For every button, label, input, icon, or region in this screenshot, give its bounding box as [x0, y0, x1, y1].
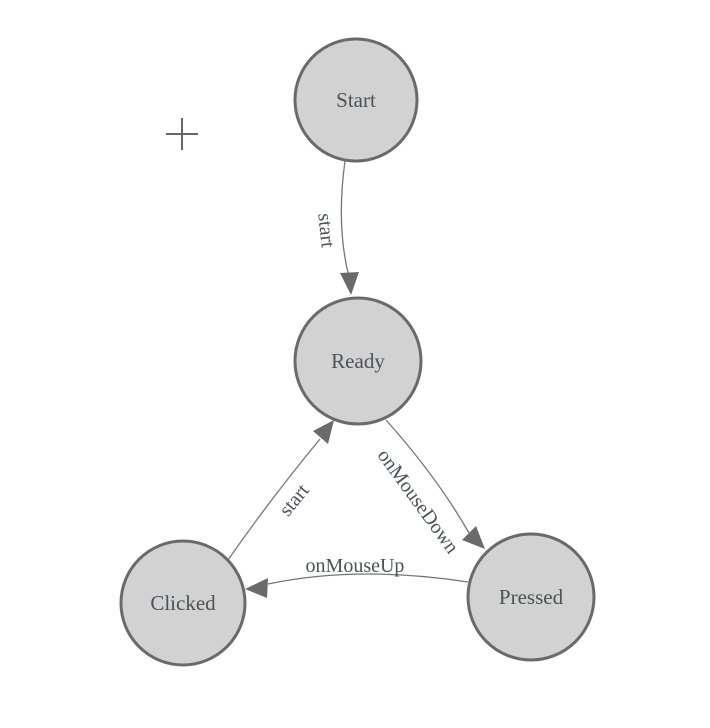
node-start-circle[interactable]: [293, 37, 419, 163]
node-start[interactable]: Start: [293, 37, 419, 163]
edge-clicked-to-ready-path[interactable]: [227, 438, 321, 561]
edge-label-start[interactable]: start: [313, 212, 339, 249]
node-pressed-label: Pressed: [499, 585, 564, 609]
edge-start-to-ready-path[interactable]: [340, 160, 350, 278]
arrowhead-icon: [313, 420, 334, 444]
node-pressed[interactable]: Pressed: [466, 532, 596, 662]
node-start-label: Start: [336, 88, 376, 112]
node-pressed-circle[interactable]: [466, 532, 596, 662]
edge-label-onmouseup[interactable]: onMouseUp: [306, 555, 405, 577]
edge-pressed-to-clicked[interactable]: onMouseUp: [245, 555, 469, 598]
arrowhead-icon: [340, 272, 359, 295]
node-ready-label: Ready: [331, 349, 385, 373]
edge-ready-to-pressed-path[interactable]: [385, 419, 470, 534]
arrowhead-icon: [245, 578, 268, 598]
edge-start-to-ready[interactable]: start: [313, 160, 359, 295]
node-ready-circle[interactable]: [293, 296, 423, 426]
node-clicked-circle[interactable]: [119, 539, 247, 667]
node-clicked-label: Clicked: [150, 591, 216, 615]
edge-label-start-2[interactable]: start: [275, 480, 314, 521]
edge-clicked-to-ready[interactable]: start: [227, 420, 334, 561]
edge-ready-to-pressed[interactable]: onMouseDown: [373, 419, 485, 558]
node-ready[interactable]: Ready: [293, 296, 423, 426]
arrowhead-icon: [462, 526, 485, 549]
crosshair-icon: [166, 118, 198, 150]
node-clicked[interactable]: Clicked: [119, 539, 247, 667]
edge-pressed-to-clicked-path[interactable]: [267, 573, 469, 585]
